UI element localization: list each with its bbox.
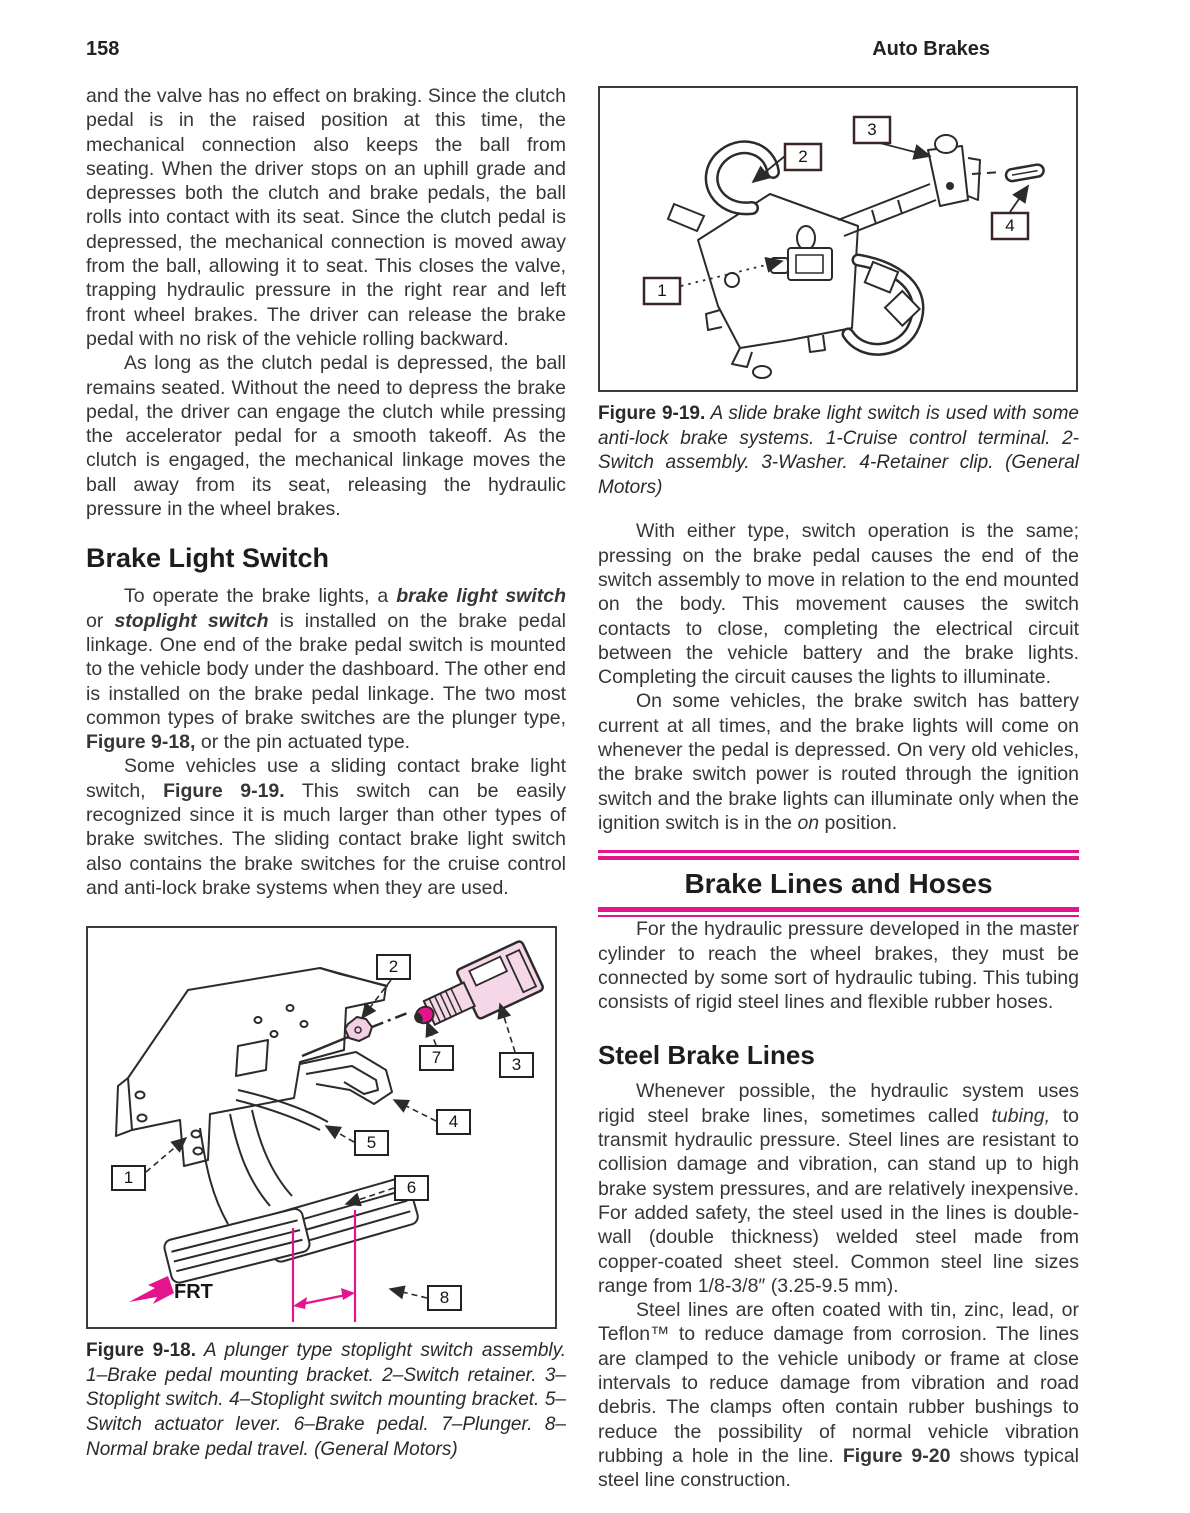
callout-3: 3: [867, 120, 876, 139]
figure-9-19-caption: Figure 9-19. A slide brake light switch …: [598, 403, 1079, 498]
left-column: and the valve has no effect on braking. …: [86, 84, 566, 1481]
retainer-clip-art: [971, 163, 1045, 183]
paragraph: As long as the clutch pedal is depressed…: [86, 352, 566, 521]
switch-assembly-art: [697, 193, 859, 379]
banner-heading-block: Brake Lines and Hoses: [598, 850, 1079, 918]
callout-2: 2: [389, 957, 398, 976]
figure-9-18-caption: Figure 9-18. A plunger type stoplight sw…: [86, 1340, 566, 1460]
rule-thin: [598, 850, 1079, 853]
figure-9-18-diagram: FRT 1 2 3 4: [111, 940, 544, 1323]
callout-boxes: 1 2 3 4 5 6 7 8: [111, 954, 534, 1312]
hook-art: [666, 140, 780, 233]
figure-9-19-diagram: 1 2 3 4: [642, 115, 1045, 379]
callout-4: 4: [449, 1112, 458, 1131]
frt-direction-arrow: FRT: [129, 1276, 213, 1305]
callout-boxes: 1 2 3 4: [642, 115, 1030, 306]
figure-9-19-frame: 1 2 3 4: [598, 86, 1078, 392]
section-heading-brake-lines-and-hoses: Brake Lines and Hoses: [684, 868, 993, 900]
stoplight-switch-art: [301, 940, 544, 1058]
subsection-heading-steel-brake-lines: Steel Brake Lines: [598, 1040, 815, 1071]
frt-label: FRT: [174, 1281, 213, 1303]
callout-1: 1: [124, 1168, 133, 1187]
paragraph: Steel lines are often coated with tin, z…: [598, 1299, 1079, 1492]
paragraph: With either type, switch operation is th…: [598, 520, 1079, 689]
callout-2: 2: [798, 147, 807, 166]
paragraph: For the hydraulic pressure developed in …: [598, 918, 1079, 1014]
rule-thick: [598, 855, 1079, 861]
strap-loop-art: [841, 253, 925, 356]
figure-9-18-frame: FRT 1 2 3 4: [86, 926, 557, 1330]
callout-8: 8: [440, 1288, 449, 1307]
callout-5: 5: [367, 1133, 376, 1152]
switch-end-art: [837, 134, 981, 237]
pedal-travel-dimension: [291, 1210, 357, 1323]
paragraph: Some vehicles use a sliding contact brak…: [86, 755, 566, 899]
paragraph: On some vehicles, the brake switch has b…: [598, 690, 1079, 834]
page-number: 158: [86, 38, 120, 60]
cruise-terminal-art: [770, 225, 833, 281]
brake-pedal-mounting-bracket-art: [115, 967, 389, 1168]
callout-4: 4: [1005, 216, 1014, 235]
section-heading-brake-light-switch: Brake Light Switch: [86, 543, 330, 574]
callout-6: 6: [407, 1178, 416, 1197]
callout-leaders: [680, 141, 1030, 287]
paragraph: and the valve has no effect on braking. …: [86, 85, 566, 350]
rule-thick: [598, 907, 1079, 912]
rule-thin: [598, 914, 1079, 918]
running-header-title: Auto Brakes: [872, 38, 990, 60]
callout-3: 3: [512, 1055, 521, 1074]
brake-pedal-art: [163, 1109, 419, 1284]
callout-1: 1: [657, 281, 666, 300]
right-column: 1 2 3 4 Figure 9-19. A slide brake light…: [598, 86, 1079, 1492]
paragraph: To operate the brake lights, a brake lig…: [86, 585, 566, 754]
paragraph: Whenever possible, the hydraulic system …: [598, 1080, 1079, 1297]
callout-leaders: [145, 979, 516, 1300]
callout-7: 7: [432, 1048, 441, 1067]
switch-mounting-bracket-art: [235, 1051, 393, 1132]
